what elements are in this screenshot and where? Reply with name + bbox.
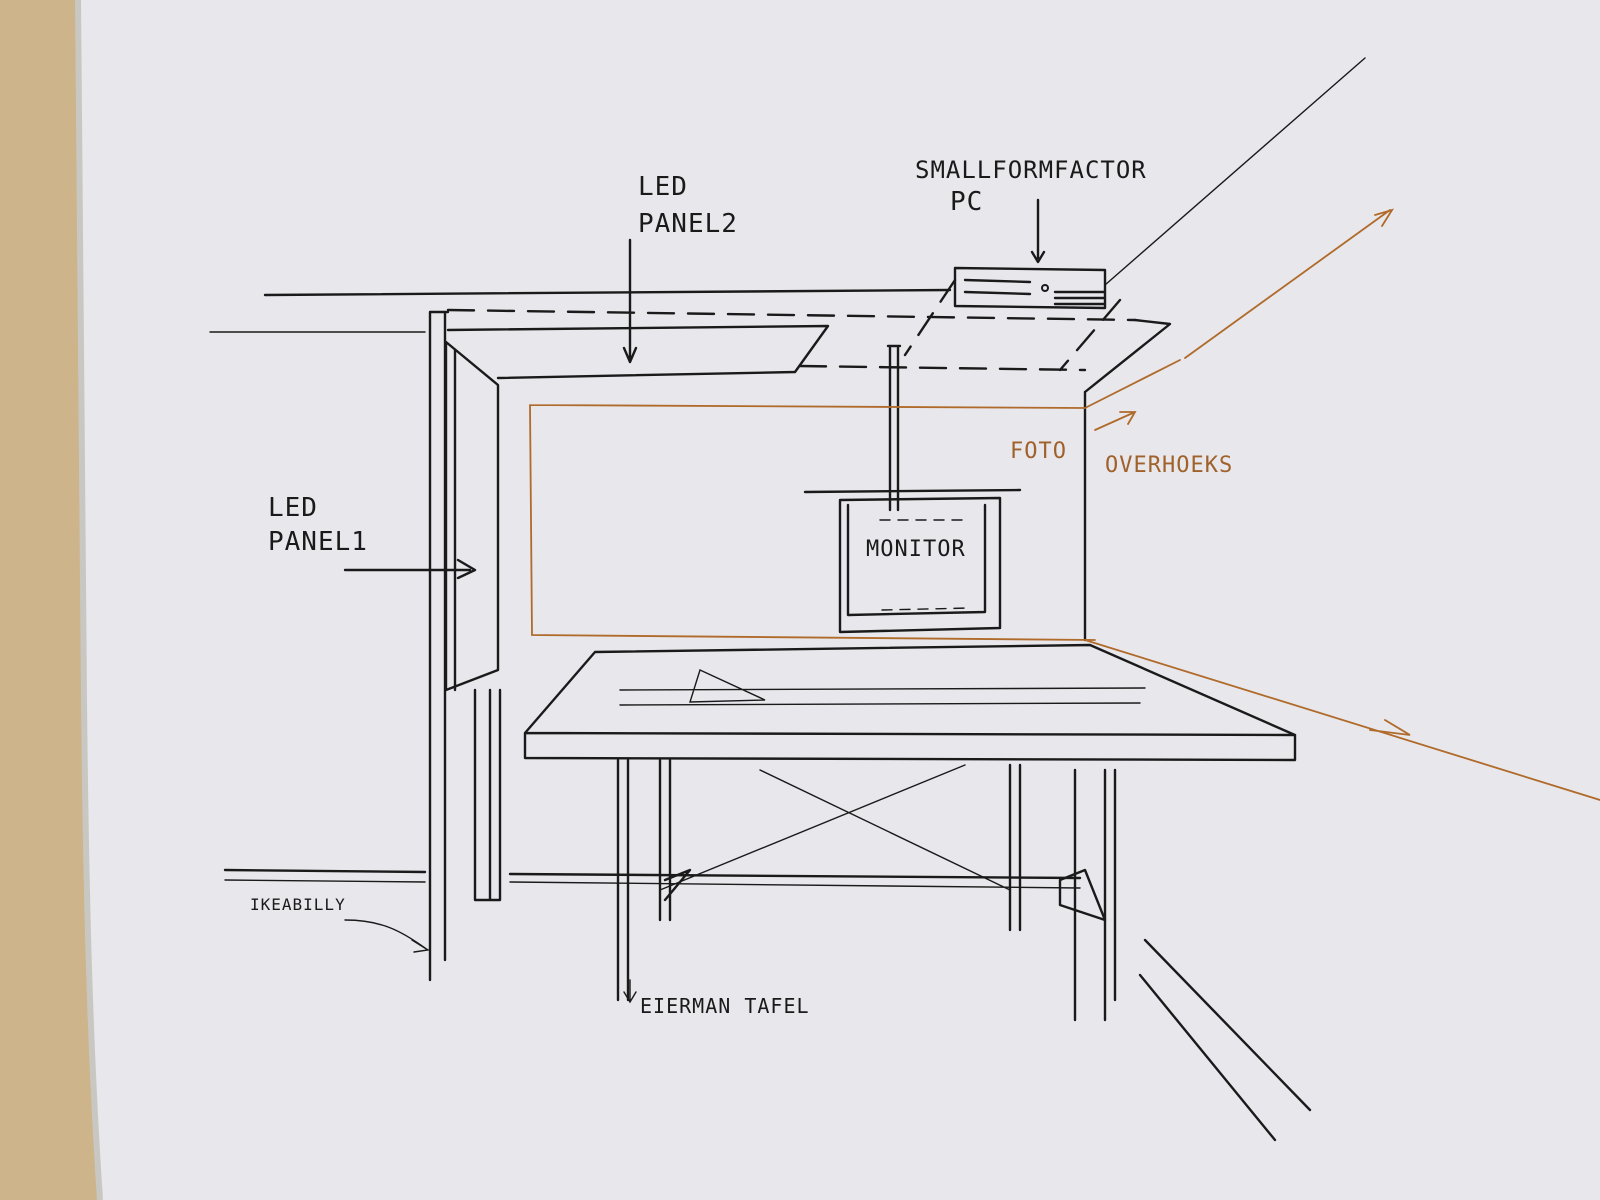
ikea-billy-label: IKEABILLY <box>250 895 346 914</box>
pc-label-line2: PC <box>950 187 983 217</box>
led-panel-1-shape <box>444 340 500 692</box>
top-shelf-dashed <box>446 308 1137 322</box>
paper-shadow <box>75 0 103 1200</box>
led-panel-2-arrow <box>622 238 638 364</box>
monitor-frame <box>803 488 1022 634</box>
top-shelf-dashed-2 <box>798 364 1087 372</box>
table-legs <box>616 758 1117 1022</box>
led-panel-1-label-line1: LED <box>268 493 318 523</box>
pc-arrow <box>1030 198 1046 264</box>
monitor-dashes <box>879 519 971 611</box>
floor-line-right-2 <box>509 881 1081 889</box>
led-panel-2-label-line1: LED <box>638 172 688 202</box>
top-shelf-dashed-3 <box>903 278 1122 372</box>
ikea-billy-arrow <box>344 919 430 953</box>
pc-box <box>953 266 1107 310</box>
table-inner-lines <box>619 669 1146 706</box>
floor-perspective <box>1138 938 1312 1142</box>
led-panel-1-arrow <box>343 558 477 580</box>
table-cross-brace <box>659 764 1011 891</box>
floor-line-left <box>223 868 427 874</box>
pc-cable <box>1104 57 1366 286</box>
led-panel-2-label-line2: PANEL2 <box>638 209 738 239</box>
foto-frame <box>529 208 1600 801</box>
overhoeks-arrow <box>1094 411 1137 431</box>
monitor-label: MONITOR <box>866 537 966 562</box>
top-shelf-right <box>1083 318 1172 642</box>
table-feet <box>663 868 1107 922</box>
wall-line-top <box>263 288 952 297</box>
monitor-mount-pole <box>886 344 902 512</box>
foto-label: FOTO <box>1010 439 1067 464</box>
floor-line-left-2 <box>224 879 426 883</box>
pc-label-line1: SMALLFORMFACTOR <box>915 156 1147 184</box>
eierman-table-top <box>523 643 1297 762</box>
top-shelf-side <box>446 324 830 380</box>
eierman-tafel-label: EIERMAN TAFEL <box>640 994 810 1018</box>
eierman-tafel-arrow <box>623 979 637 1004</box>
pc-power-led <box>1041 284 1049 292</box>
overhoeks-label: OVERHOEKS <box>1105 453 1233 478</box>
led-panel-1-label-line2: PANEL1 <box>268 527 368 557</box>
